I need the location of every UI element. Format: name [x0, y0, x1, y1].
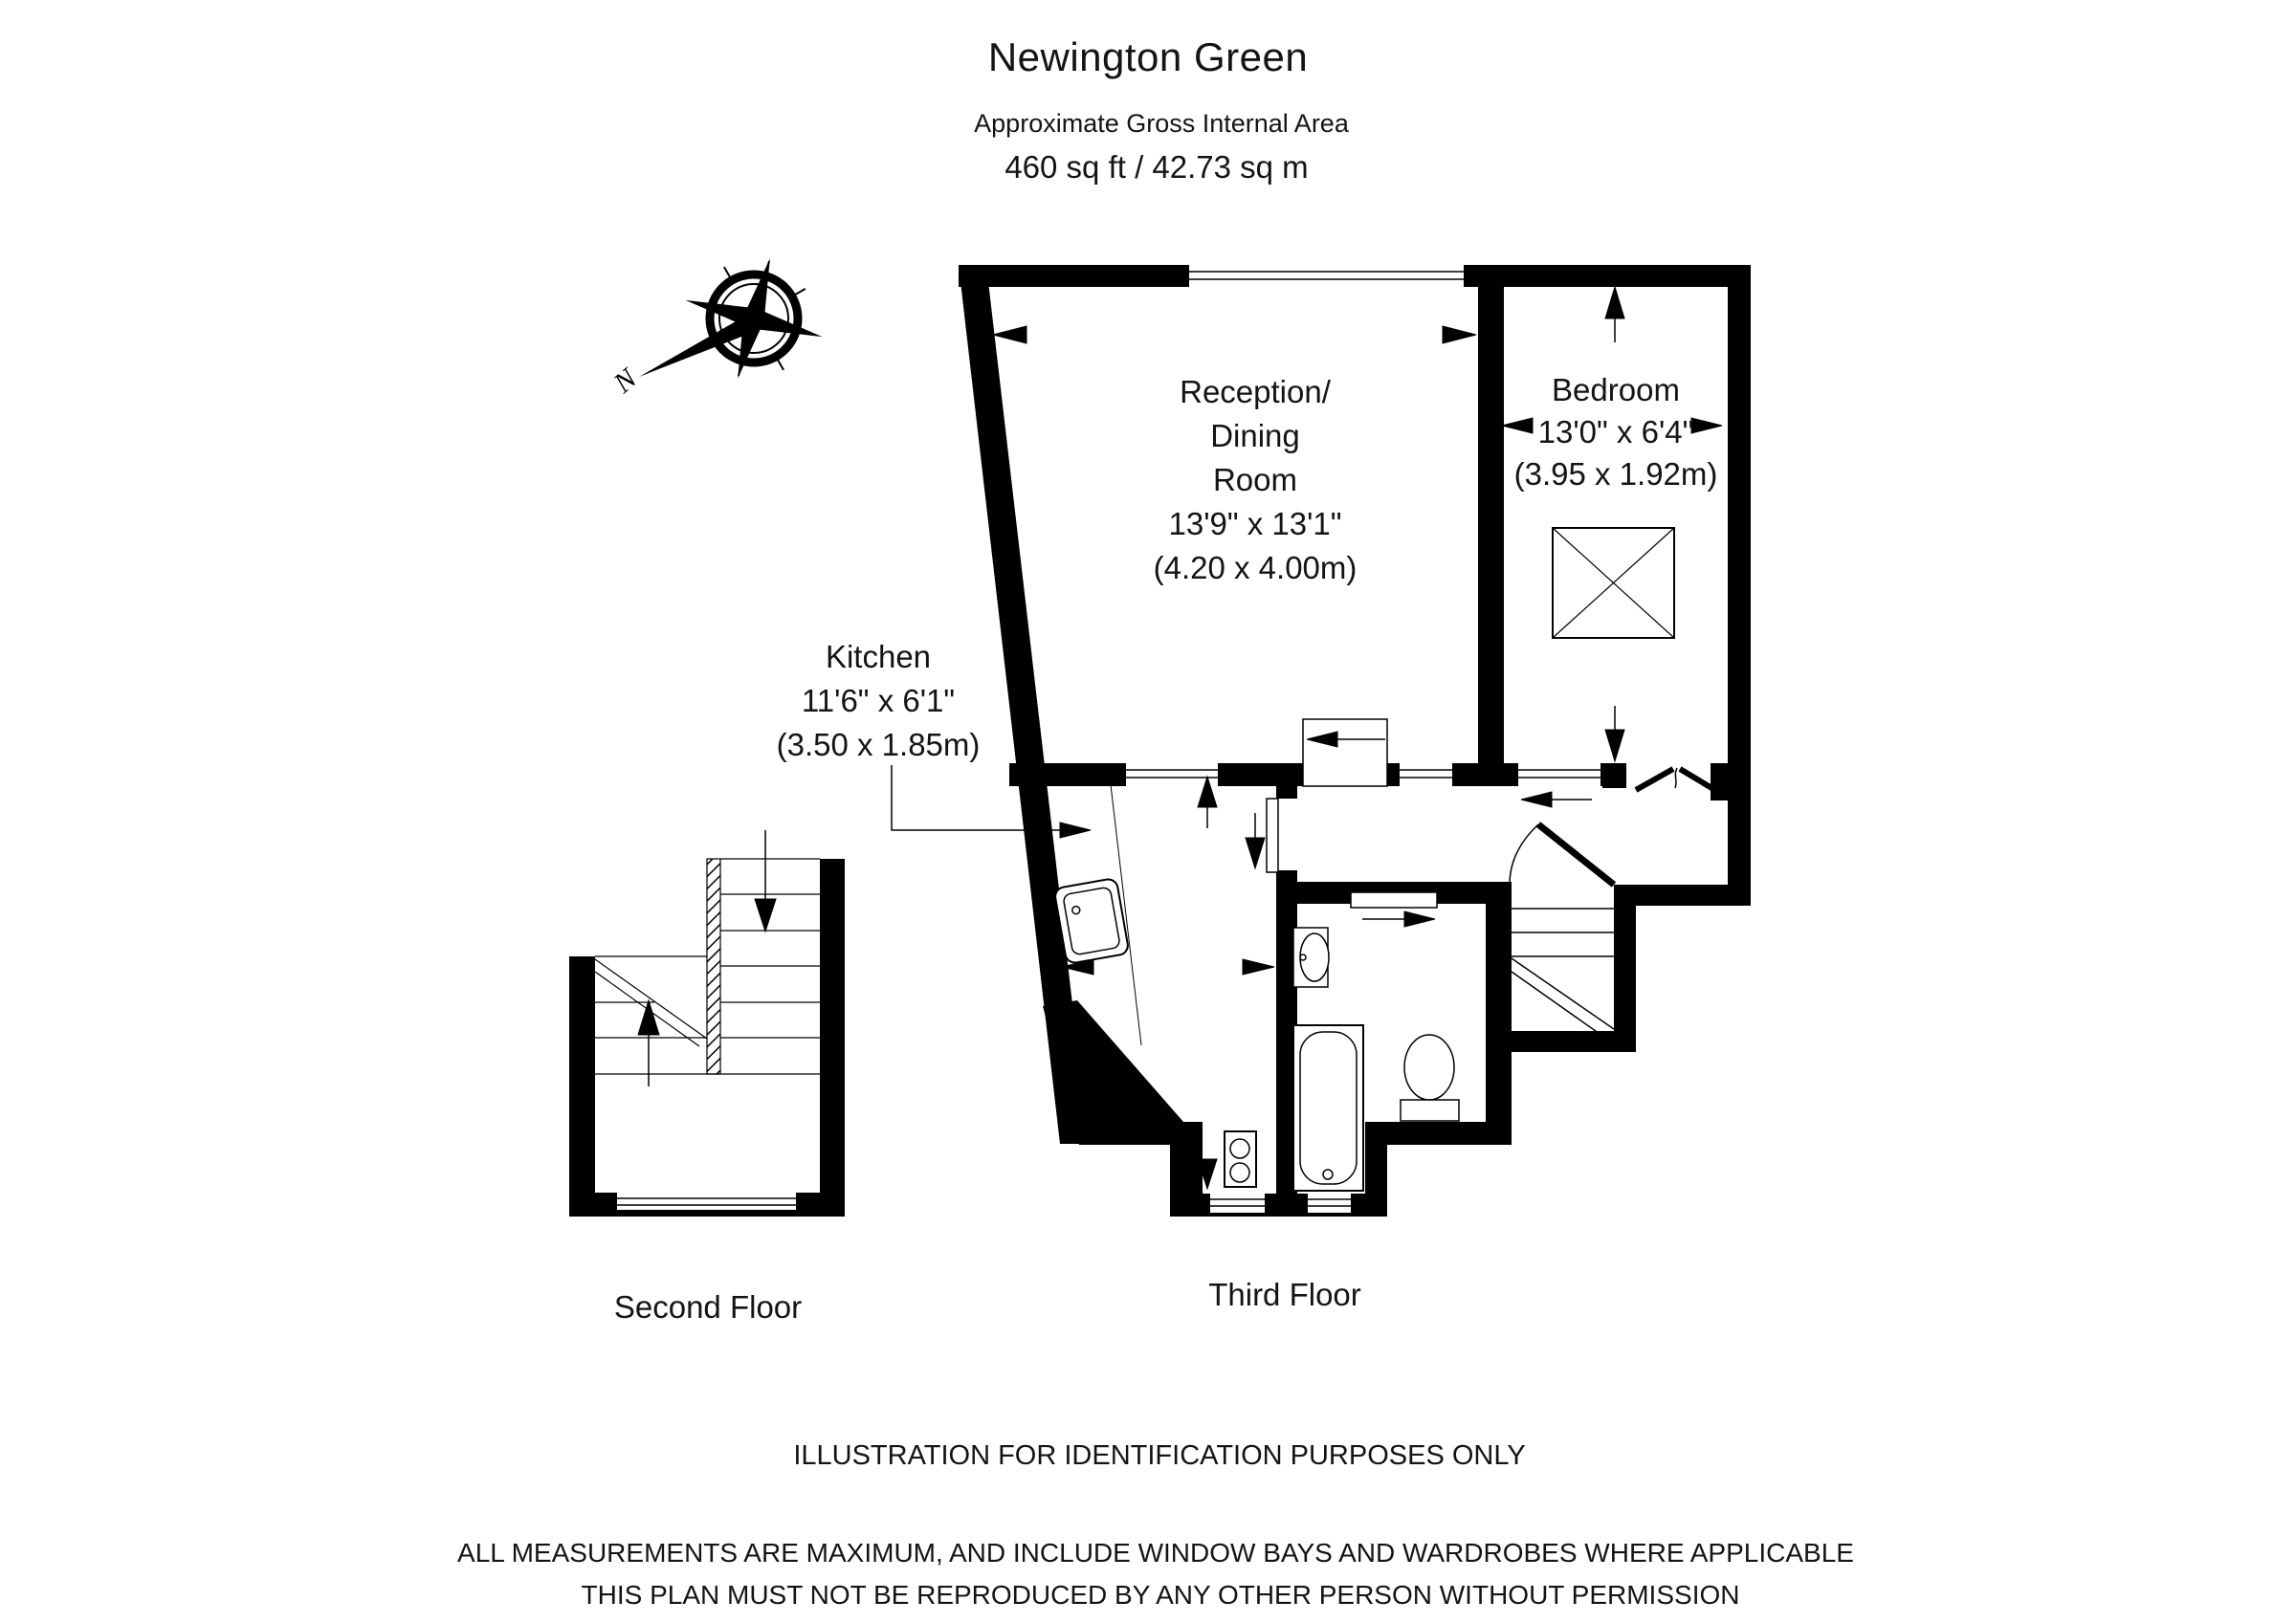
- basin: [1292, 927, 1330, 988]
- kitchen-hob: [1224, 1130, 1257, 1188]
- second-floor-walls: [569, 859, 845, 1217]
- kitchen-label: Kitchen 11'6" x 6'1" (3.50 x 1.85m): [777, 635, 981, 767]
- kitchen-sink: [1054, 878, 1129, 964]
- stair-door-arc: [1509, 823, 1539, 886]
- third-floor-label: Third Floor: [1208, 1277, 1361, 1312]
- bedroom-dimensions-metric: (3.95 x 1.92m): [1513, 456, 1718, 492]
- bathtub: [1292, 1024, 1364, 1192]
- second-floor-label: Second Floor: [613, 1289, 803, 1325]
- reception-name-line1: Reception/: [1180, 374, 1331, 409]
- compass-icon: N: [607, 258, 823, 400]
- reception-name-line2: Dining: [1210, 418, 1300, 453]
- entrance-door-hinge-squiggle: [1674, 767, 1678, 789]
- kitchen-door-leaf: [1266, 798, 1279, 873]
- reception-name-line3: Room: [1212, 462, 1298, 497]
- kitchen-dimensions-metric: (3.50 x 1.85m): [776, 727, 981, 762]
- second-floor-plan: [569, 830, 845, 1217]
- page-title: Newington Green: [987, 34, 1309, 79]
- bedroom-dimensions-imperial: 13'0" x 6'4": [1537, 414, 1694, 450]
- bedroom-label: Bedroom 13'0" x 6'4" (3.95 x 1.92m): [1514, 369, 1718, 495]
- compass-north-label: N: [607, 362, 645, 400]
- kitchen-counter-line: [1109, 776, 1142, 1046]
- disclaimer-line1: ILLUSTRATION FOR IDENTIFICATION PURPOSES…: [793, 1440, 1526, 1471]
- bedroom-name: Bedroom: [1552, 372, 1680, 407]
- gross-internal-area: 460 sq ft / 42.73 sq m: [1004, 149, 1309, 185]
- third-floor-doors: [1266, 766, 1720, 888]
- third-floor-windows: [1126, 265, 1711, 1213]
- disclaimer-line2: ALL MEASUREMENTS ARE MAXIMUM, AND INCLUD…: [457, 1538, 1854, 1568]
- entrance-door-leaf-left: [1634, 766, 1675, 793]
- reception-dimensions-imperial: 13'9" x 13'1": [1168, 506, 1342, 541]
- second-floor-arrows: [637, 830, 777, 1086]
- kitchen-name: Kitchen: [825, 639, 932, 674]
- disclaimer-line3: THIS PLAN MUST NOT BE REPRODUCED BY ANY …: [581, 1580, 1740, 1610]
- third-floor-stairs: [1511, 908, 1615, 1042]
- reception-room-label: Reception/ Dining Room 13'9" x 13'1" (4.…: [1154, 370, 1358, 590]
- stair-divider-hatch: [706, 858, 721, 1075]
- second-floor-stairs: [594, 858, 820, 1075]
- third-floor-arrows: [891, 285, 1723, 1191]
- stair-door-leaf: [1535, 822, 1617, 888]
- third-floor-plan: [891, 265, 1751, 1217]
- toilet: [1400, 1034, 1460, 1122]
- page-subtitle: Approximate Gross Internal Area: [974, 109, 1349, 138]
- reception-dimensions-metric: (4.20 x 4.00m): [1153, 550, 1358, 585]
- wardrobe-box: [1552, 527, 1675, 639]
- entrance-door-leaf-right: [1678, 766, 1720, 795]
- second-floor-window: [617, 1193, 796, 1210]
- kitchen-dimensions-imperial: 11'6" x 6'1": [801, 683, 956, 718]
